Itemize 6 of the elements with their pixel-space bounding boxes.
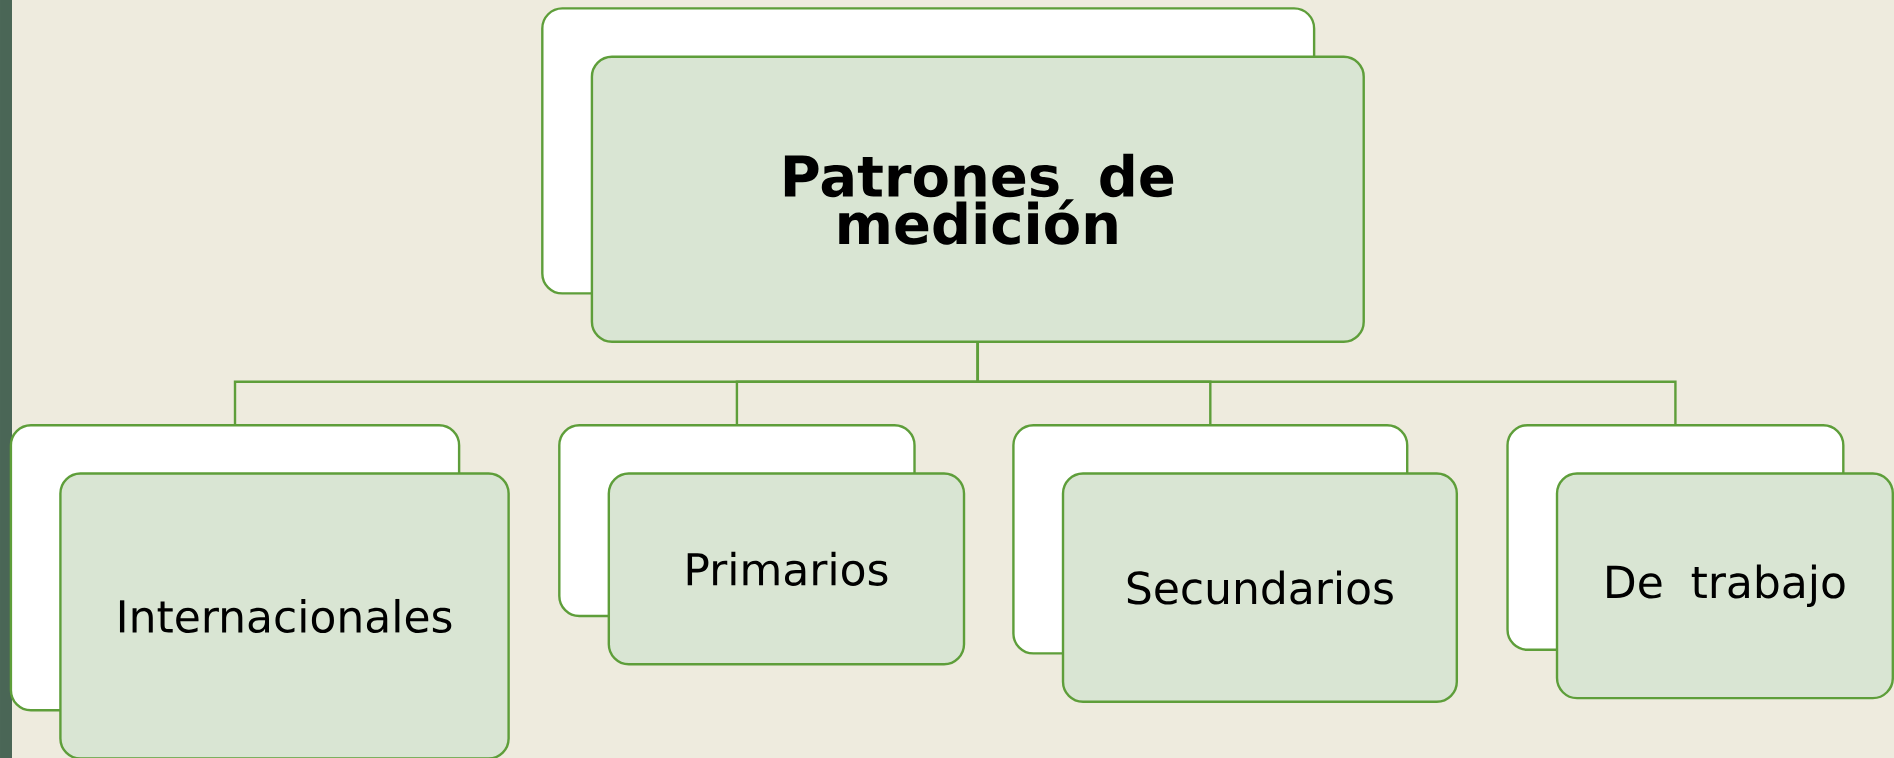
stacked-box: Primarios	[558, 424, 966, 666]
connector	[976, 343, 1677, 424]
stacked-box: De trabajo	[1506, 424, 1894, 700]
stacked-box: Patrones de medición	[541, 7, 1365, 343]
stacked-box: Internacionales	[9, 424, 510, 758]
stacked-box: Secundarios	[1012, 424, 1458, 703]
